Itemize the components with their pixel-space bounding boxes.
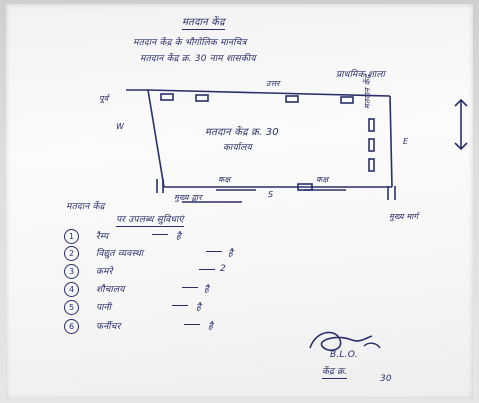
facilities-heading: मतदान केंद्र (66, 202, 105, 212)
facility-number: 5 (64, 300, 79, 315)
facility-dash (199, 269, 215, 270)
document-subtitle-2: मतदान केंद्र क्र. 30 नाम शासकीय (140, 54, 256, 64)
facility-number: 3 (64, 264, 79, 279)
map-north-label: उत्तर (266, 79, 280, 88)
map-east-letter: E (403, 137, 409, 146)
map-west-letter: W (116, 122, 125, 131)
paper-sheet: मतदान केंद्र मतदान केंद्र के भौगोलिक मान… (6, 4, 473, 399)
signature-scribble (309, 331, 381, 352)
map-center-sublabel: कार्यालय (223, 143, 252, 153)
map-room-left: कक्ष (218, 175, 231, 184)
signature-center-label: केंद्र क्र. (322, 364, 348, 379)
map-road-label: मुख्य मार्ग (389, 212, 419, 221)
facility-dash (152, 234, 168, 235)
facility-value: है (204, 285, 209, 295)
facility-dash (184, 324, 200, 325)
map-room-right: कक्ष (316, 175, 329, 184)
facility-name: विद्युत व्यवस्था (96, 249, 144, 259)
facility-number: 2 (64, 246, 79, 261)
facility-number: 4 (64, 282, 79, 297)
facility-name: रैम्प (96, 232, 109, 242)
facility-name: फर्नीचर (96, 322, 121, 332)
facility-name: शौचालय (96, 285, 125, 295)
map-east-label: पूर्व (99, 94, 109, 103)
facility-dash (206, 251, 222, 252)
document-subtitle-1: मतदान केंद्र के भौगोलिक मानचित्र (133, 38, 247, 48)
facility-number: 6 (64, 319, 79, 334)
map-center-label: मतदान केंद्र क्र. 30 (205, 127, 279, 138)
facility-value: है (208, 322, 213, 332)
facility-number: 1 (64, 229, 79, 244)
map-south-letter: S (268, 190, 274, 199)
signature-center-number: 30 (380, 374, 392, 384)
facilities-subheading: पर उपलब्ध सुविधाएं (116, 212, 184, 227)
map-gate-label: मुख्य द्वार (174, 193, 202, 202)
document-office: प्राथमिक शाला (336, 70, 385, 80)
signature-title: B.L.O. (330, 350, 358, 360)
facility-value: 2 (220, 264, 226, 274)
facility-name: कमरे (96, 267, 113, 277)
site-map-drawing (126, 89, 468, 203)
facility-dash (182, 287, 198, 288)
facility-name: पानी (96, 303, 112, 313)
map-side-label: मतदान केंद्र (363, 74, 372, 109)
document-title: मतदान केंद्र (182, 14, 225, 30)
facility-value: है (196, 303, 201, 313)
facility-value: है (228, 249, 233, 259)
facility-dash (172, 305, 188, 306)
facility-value: है (176, 232, 181, 242)
